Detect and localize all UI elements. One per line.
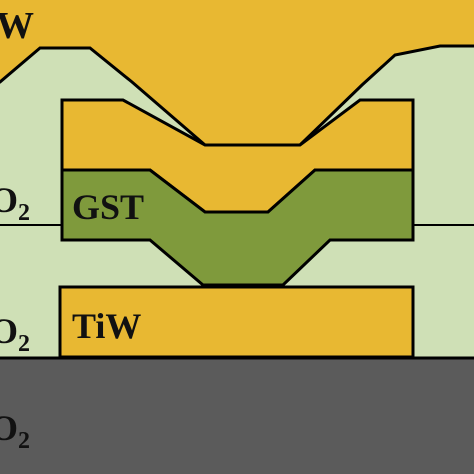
label-bottom-electrode: TiW [72,306,141,346]
label-lower-oxide-main: O [0,311,18,351]
label-substrate-oxide: O2 [0,408,30,454]
gst-layer [60,168,415,287]
label-phase-change: GST [72,187,144,227]
label-substrate-oxide-sub: 2 [18,428,30,454]
label-upper-oxide-sub: 2 [18,200,30,226]
label-upper-oxide-main: O [0,180,18,220]
label-substrate-oxide-main: O [0,408,18,448]
label-top-electrode: W [0,5,34,47]
label-upper-oxide: O2 [0,180,30,226]
label-lower-oxide: O2 [0,311,30,357]
label-lower-oxide-sub: 2 [18,331,30,357]
substrate-layer [0,356,474,474]
